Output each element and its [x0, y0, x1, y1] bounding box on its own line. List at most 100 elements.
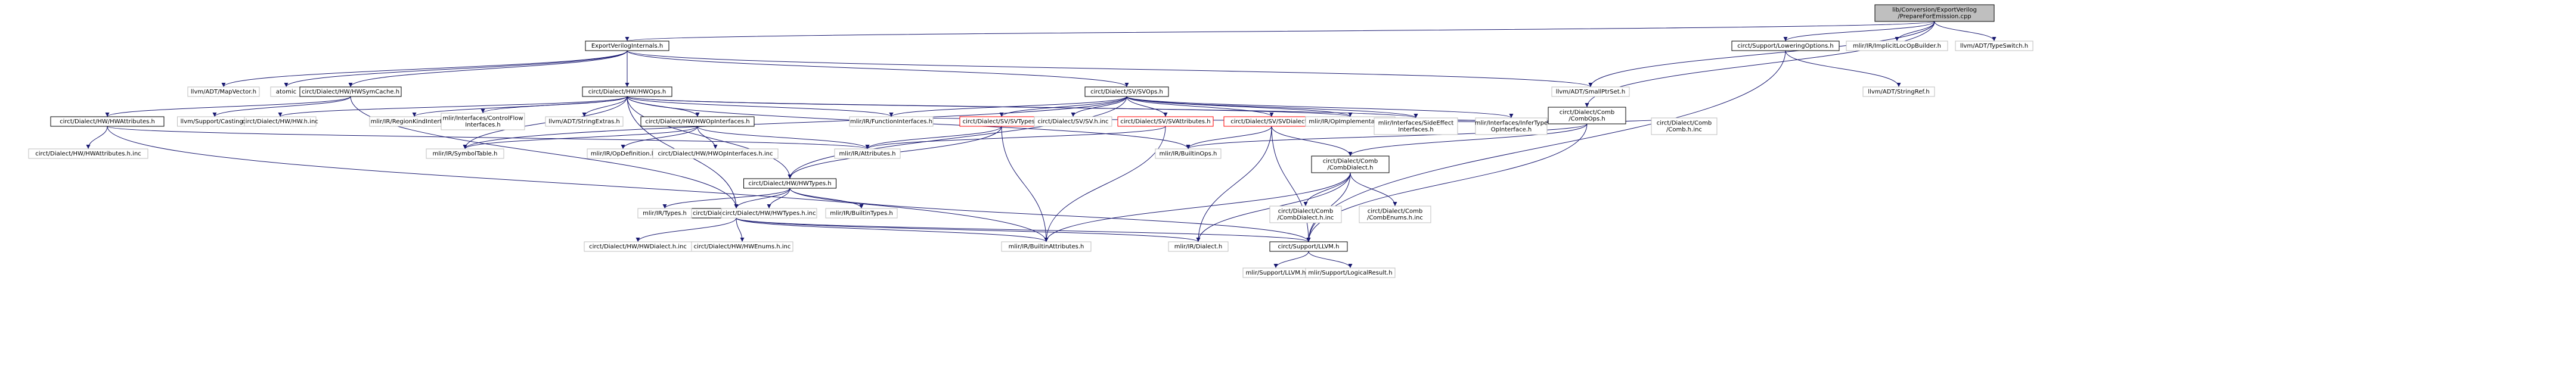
node-label: mlir/IR/BuiltinAttributes.h — [1009, 244, 1084, 250]
node-stringref[interactable]: llvm/ADT/StringRef.h — [1862, 86, 1935, 97]
node-label: mlir/IR/Dialect.h — [1174, 244, 1223, 250]
node-mapvector[interactable]: llvm/ADT/MapVector.h — [187, 86, 260, 97]
node-label: circt/Dialect/SV/SVDialect.h — [1230, 119, 1313, 125]
node-combdialect[interactable]: circt/Dialect/Comb/CombDialect.h — [1311, 155, 1390, 173]
edge-circtllvm-to-mlirllvm — [1273, 251, 1309, 269]
node-hwattrsinc[interactable]: circt/Dialect/HW/HWAttributes.h.inc — [28, 148, 148, 159]
node-label: mlir/IR/Types.h — [643, 210, 687, 217]
node-mlirdialect[interactable]: mlir/IR/Dialect.h — [1168, 241, 1229, 252]
edge-symcache-to-hwattrs — [105, 96, 351, 117]
node-box — [1305, 267, 1396, 278]
node-box — [1548, 107, 1626, 124]
edge-svdialect-to-mlirdialect — [1196, 126, 1272, 242]
node-label: circt/Dialect/Comb — [1368, 208, 1422, 215]
node-label: circt/Dialect/HW/HWAttributes.h.inc — [35, 151, 141, 157]
node-casting[interactable]: llvm/Support/Casting.h — [177, 116, 252, 127]
node-hwtypesinc[interactable]: circt/Dialect/HW/HWTypes.h.inc — [721, 208, 817, 219]
node-svhinc[interactable]: circt/Dialect/SV/SV.h.inc — [1034, 116, 1112, 127]
edge-hwopint-to-symtable — [463, 126, 698, 149]
node-box — [187, 86, 260, 97]
node-label: mlir/IR/BuiltinOps.h — [1160, 151, 1217, 157]
node-lowering[interactable]: circt/Support/LoweringOptions.h — [1731, 40, 1840, 51]
node-hwops[interactable]: circt/Dialect/HW/HWOps.h — [582, 86, 672, 97]
node-logicalresult[interactable]: mlir/Support/LogicalResult.h — [1305, 267, 1396, 278]
node-label: circt/Dialect/HW/HWOpInterfaces.h.inc — [658, 151, 773, 157]
edge-hwdialect-to-hwenumsinc — [736, 217, 745, 242]
node-box — [1955, 40, 2033, 51]
node-opdef[interactable]: mlir/IR/OpDefinition.h — [587, 148, 659, 159]
edge-hwops-to-hwhinc — [278, 96, 628, 117]
node-label: llvm/ADT/StringRef.h — [1868, 89, 1929, 95]
node-symcache[interactable]: circt/Dialect/HW/HWSymCache.h — [299, 86, 402, 97]
node-layer: lib/Conversion/ExportVerilog/PrepareForE… — [28, 4, 2033, 278]
node-label: circt/Dialect/HW/HWOps.h — [588, 89, 666, 95]
node-symtable[interactable]: mlir/IR/SymbolTable.h — [426, 148, 504, 159]
node-label: circt/Support/LoweringOptions.h — [1737, 43, 1833, 49]
node-box — [426, 148, 504, 159]
edge-combdialect-to-combenumsinc — [1350, 172, 1397, 207]
node-types[interactable]: mlir/IR/Types.h — [637, 208, 692, 219]
node-label: circt/Dialect/HW/HWTypes.h.inc — [723, 210, 816, 217]
node-box — [1651, 117, 1718, 135]
node-combdialectinc[interactable]: circt/Dialect/Comb/CombDialect.h.inc — [1269, 205, 1342, 223]
edge-svops-to-sideeffect — [1126, 96, 1418, 119]
node-label: /CombEnums.h.inc — [1367, 215, 1423, 222]
node-label: circt/Dialect/Comb — [1560, 110, 1614, 116]
node-builtinops[interactable]: mlir/IR/BuiltinOps.h — [1155, 148, 1222, 159]
node-smallptrset[interactable]: llvm/ADT/SmallPtrSet.h — [1551, 86, 1630, 97]
node-label: mlir/Support/LLVM.h — [1246, 270, 1306, 276]
node-svtypes[interactable]: circt/Dialect/SV/SVTypes.h — [959, 116, 1044, 127]
node-box — [1311, 155, 1390, 173]
edge-svops-to-svtypes — [999, 96, 1127, 117]
node-box — [825, 208, 898, 219]
node-attributes[interactable]: mlir/IR/Attributes.h — [834, 148, 901, 159]
node-svattrs[interactable]: circt/Dialect/SV/SVAttributes.h — [1117, 116, 1214, 127]
edge-svops-to-funcint — [889, 96, 1127, 117]
node-label: OpInterface.h — [1491, 127, 1532, 133]
node-combops[interactable]: circt/Dialect/Comb/CombOps.h — [1548, 107, 1626, 124]
node-hwopintinc[interactable]: circt/Dialect/HW/HWOpInterfaces.h.inc — [652, 148, 779, 159]
edge-evi-to-atomic — [284, 50, 628, 88]
node-label: ExportVerilogInternals.h — [591, 43, 663, 49]
edge-hwdialect-to-circtllvm — [736, 217, 1311, 242]
node-label: mlir/IR/FunctionInterfaces.h — [850, 119, 932, 125]
node-svdialect[interactable]: circt/Dialect/SV/SVDialect.h — [1223, 116, 1320, 127]
node-hwenumsinc[interactable]: circt/Dialect/HW/HWEnums.h.inc — [691, 241, 793, 252]
node-label: circt/Dialect/SV/SVAttributes.h — [1120, 119, 1210, 125]
node-implicitloc[interactable]: mlir/IR/ImplicitLocOpBuilder.h — [1846, 40, 1948, 51]
node-builtintypes[interactable]: mlir/IR/BuiltinTypes.h — [825, 208, 898, 219]
node-evi[interactable]: ExportVerilogInternals.h — [585, 40, 669, 51]
node-mlirllvm[interactable]: mlir/Support/LLVM.h — [1242, 267, 1309, 278]
node-typeswitch[interactable]: llvm/ADT/TypeSwitch.h — [1955, 40, 2033, 51]
edge-hwattrs-to-hwattrsinc — [86, 126, 108, 149]
node-label: mlir/IR/OpImplementation.h — [1309, 119, 1391, 125]
edge-evi-to-symcache — [348, 50, 628, 88]
edge-hwopint-to-attributes — [697, 126, 870, 149]
node-svops[interactable]: circt/Dialect/SV/SVOps.h — [1084, 86, 1169, 97]
node-label: circt/Dialect/HW/HWSymCache.h — [302, 89, 399, 95]
node-combenumsinc[interactable]: circt/Dialect/Comb/CombEnums.h.inc — [1359, 205, 1431, 223]
node-hwopint[interactable]: circt/Dialect/HW/HWOpInterfaces.h — [640, 116, 755, 127]
node-circtllvm[interactable]: circt/Support/LLVM.h — [1269, 241, 1348, 252]
node-combinc[interactable]: circt/Dialect/Comb/Comb.h.inc — [1651, 117, 1718, 135]
node-label: /PrepareForEmission.cpp — [1898, 14, 1971, 20]
node-opimpl[interactable]: mlir/IR/OpImplementation.h — [1305, 116, 1396, 127]
node-hwhinc[interactable]: circt/Dialect/HW/HW.h.inc — [242, 116, 318, 127]
node-funcint[interactable]: mlir/IR/FunctionInterfaces.h — [849, 116, 934, 127]
node-hwdialectinc[interactable]: circt/Dialect/HW/HWDialect.h.inc — [584, 241, 692, 252]
node-hwattrs[interactable]: circt/Dialect/HW/HWAttributes.h — [50, 116, 165, 127]
node-hwtypes[interactable]: circt/Dialect/HW/HWTypes.h — [743, 178, 836, 189]
node-box — [1084, 86, 1169, 97]
node-builtinattrs[interactable]: mlir/IR/BuiltinAttributes.h — [1001, 241, 1092, 252]
node-box — [1551, 86, 1630, 97]
node-root[interactable]: lib/Conversion/ExportVerilog/PrepareForE… — [1874, 4, 1995, 22]
edge-svtypes-to-builtinattrs — [1001, 126, 1049, 242]
node-label: llvm/ADT/StringExtras.h — [548, 119, 620, 125]
node-stringextras[interactable]: llvm/ADT/StringExtras.h — [545, 116, 624, 127]
node-box — [743, 178, 836, 189]
node-atomic[interactable]: atomic — [270, 86, 302, 97]
